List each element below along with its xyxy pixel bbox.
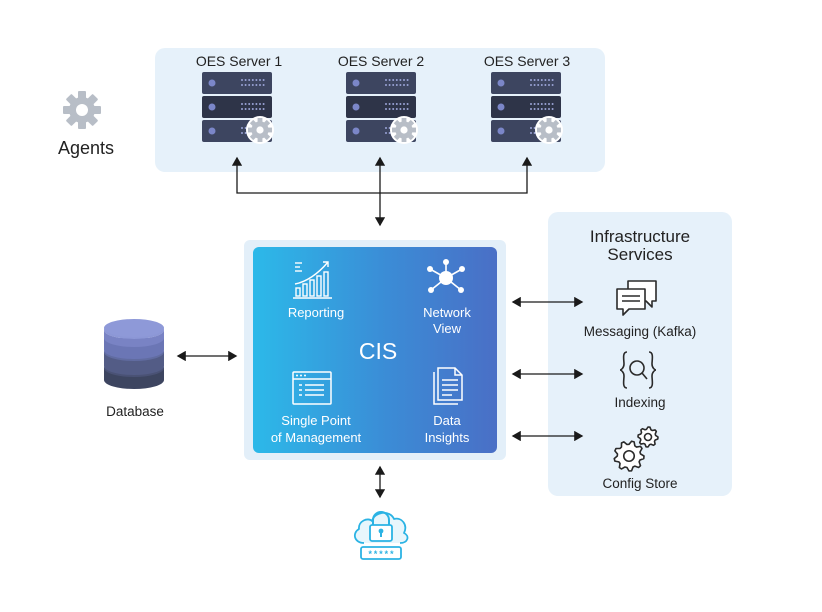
config-store-label: Config Store <box>602 476 678 491</box>
cis-title: CIS <box>358 338 398 364</box>
cloud-lock-icon: ***** <box>353 511 409 560</box>
cis-box <box>253 247 497 453</box>
database-label: Database <box>106 404 164 419</box>
management-window-icon <box>292 371 332 405</box>
database-icon <box>104 319 164 389</box>
agents-label: Agents <box>57 138 115 158</box>
server-icon <box>346 72 418 144</box>
network-view-icon <box>427 259 465 293</box>
indexing-icon <box>619 351 657 389</box>
document-icon <box>433 367 463 405</box>
infrastructure-title-line1: Infrastructure <box>589 227 691 246</box>
network-view-label-line1: Network <box>423 305 471 320</box>
svg-text:*****: ***** <box>367 550 394 560</box>
server-icon <box>491 72 563 144</box>
indexing-label: Indexing <box>614 395 666 410</box>
single-point-label-line1: Single Point <box>281 413 351 428</box>
config-gears-icon <box>613 426 659 472</box>
data-insights-label-line2: Insights <box>424 430 470 445</box>
reporting-icon <box>293 261 332 299</box>
server-3-label: OES Server 3 <box>483 53 571 69</box>
server-1-label: OES Server 1 <box>195 53 283 69</box>
network-view-label-line2: View <box>433 321 461 336</box>
data-insights-label-line1: Data <box>433 413 461 428</box>
messaging-icon <box>616 280 657 316</box>
server-icon <box>202 72 274 144</box>
infrastructure-title-line2: Services <box>607 245 673 264</box>
reporting-label: Reporting <box>287 305 345 320</box>
messaging-label: Messaging (Kafka) <box>583 324 697 339</box>
gear-icon <box>63 91 101 129</box>
server-2-label: OES Server 2 <box>337 53 425 69</box>
single-point-label-line2: of Management <box>270 430 362 445</box>
